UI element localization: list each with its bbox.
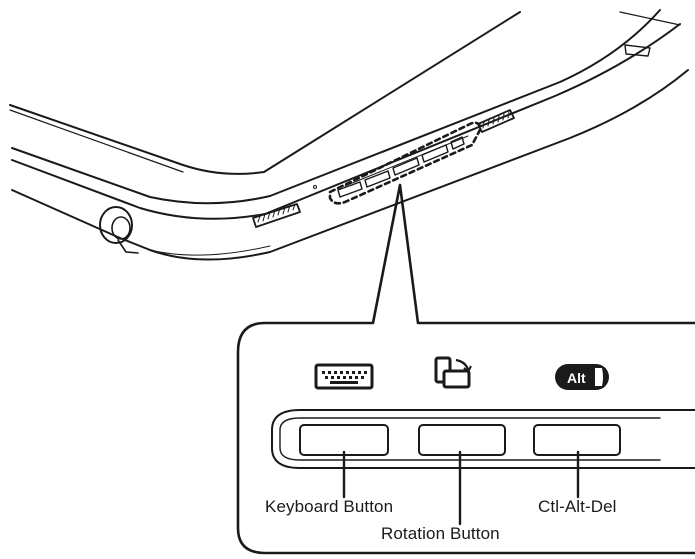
ctl-alt-del-button: [533, 424, 621, 456]
rotation-button-label: Rotation Button: [381, 524, 500, 543]
rotation-button: [418, 424, 506, 456]
keyboard-button: [299, 424, 389, 456]
callout-panel: [236, 183, 695, 555]
keyboard-icon: [314, 363, 374, 390]
keyboard-button-label: Keyboard Button: [265, 497, 394, 516]
power-port: [99, 206, 139, 254]
tablet-body: [9, 9, 689, 261]
rotation-icon: [434, 356, 472, 389]
alt-key-icon: Alt: [555, 364, 609, 390]
alt-key-text: Alt: [567, 370, 586, 386]
button-highlight-dashed: [328, 121, 483, 205]
speaker-grille-left: [252, 203, 301, 228]
button-strip: [271, 409, 695, 469]
ctl-alt-del-label: Ctl-Alt-Del: [538, 497, 617, 516]
edge-buttons: [313, 135, 469, 198]
